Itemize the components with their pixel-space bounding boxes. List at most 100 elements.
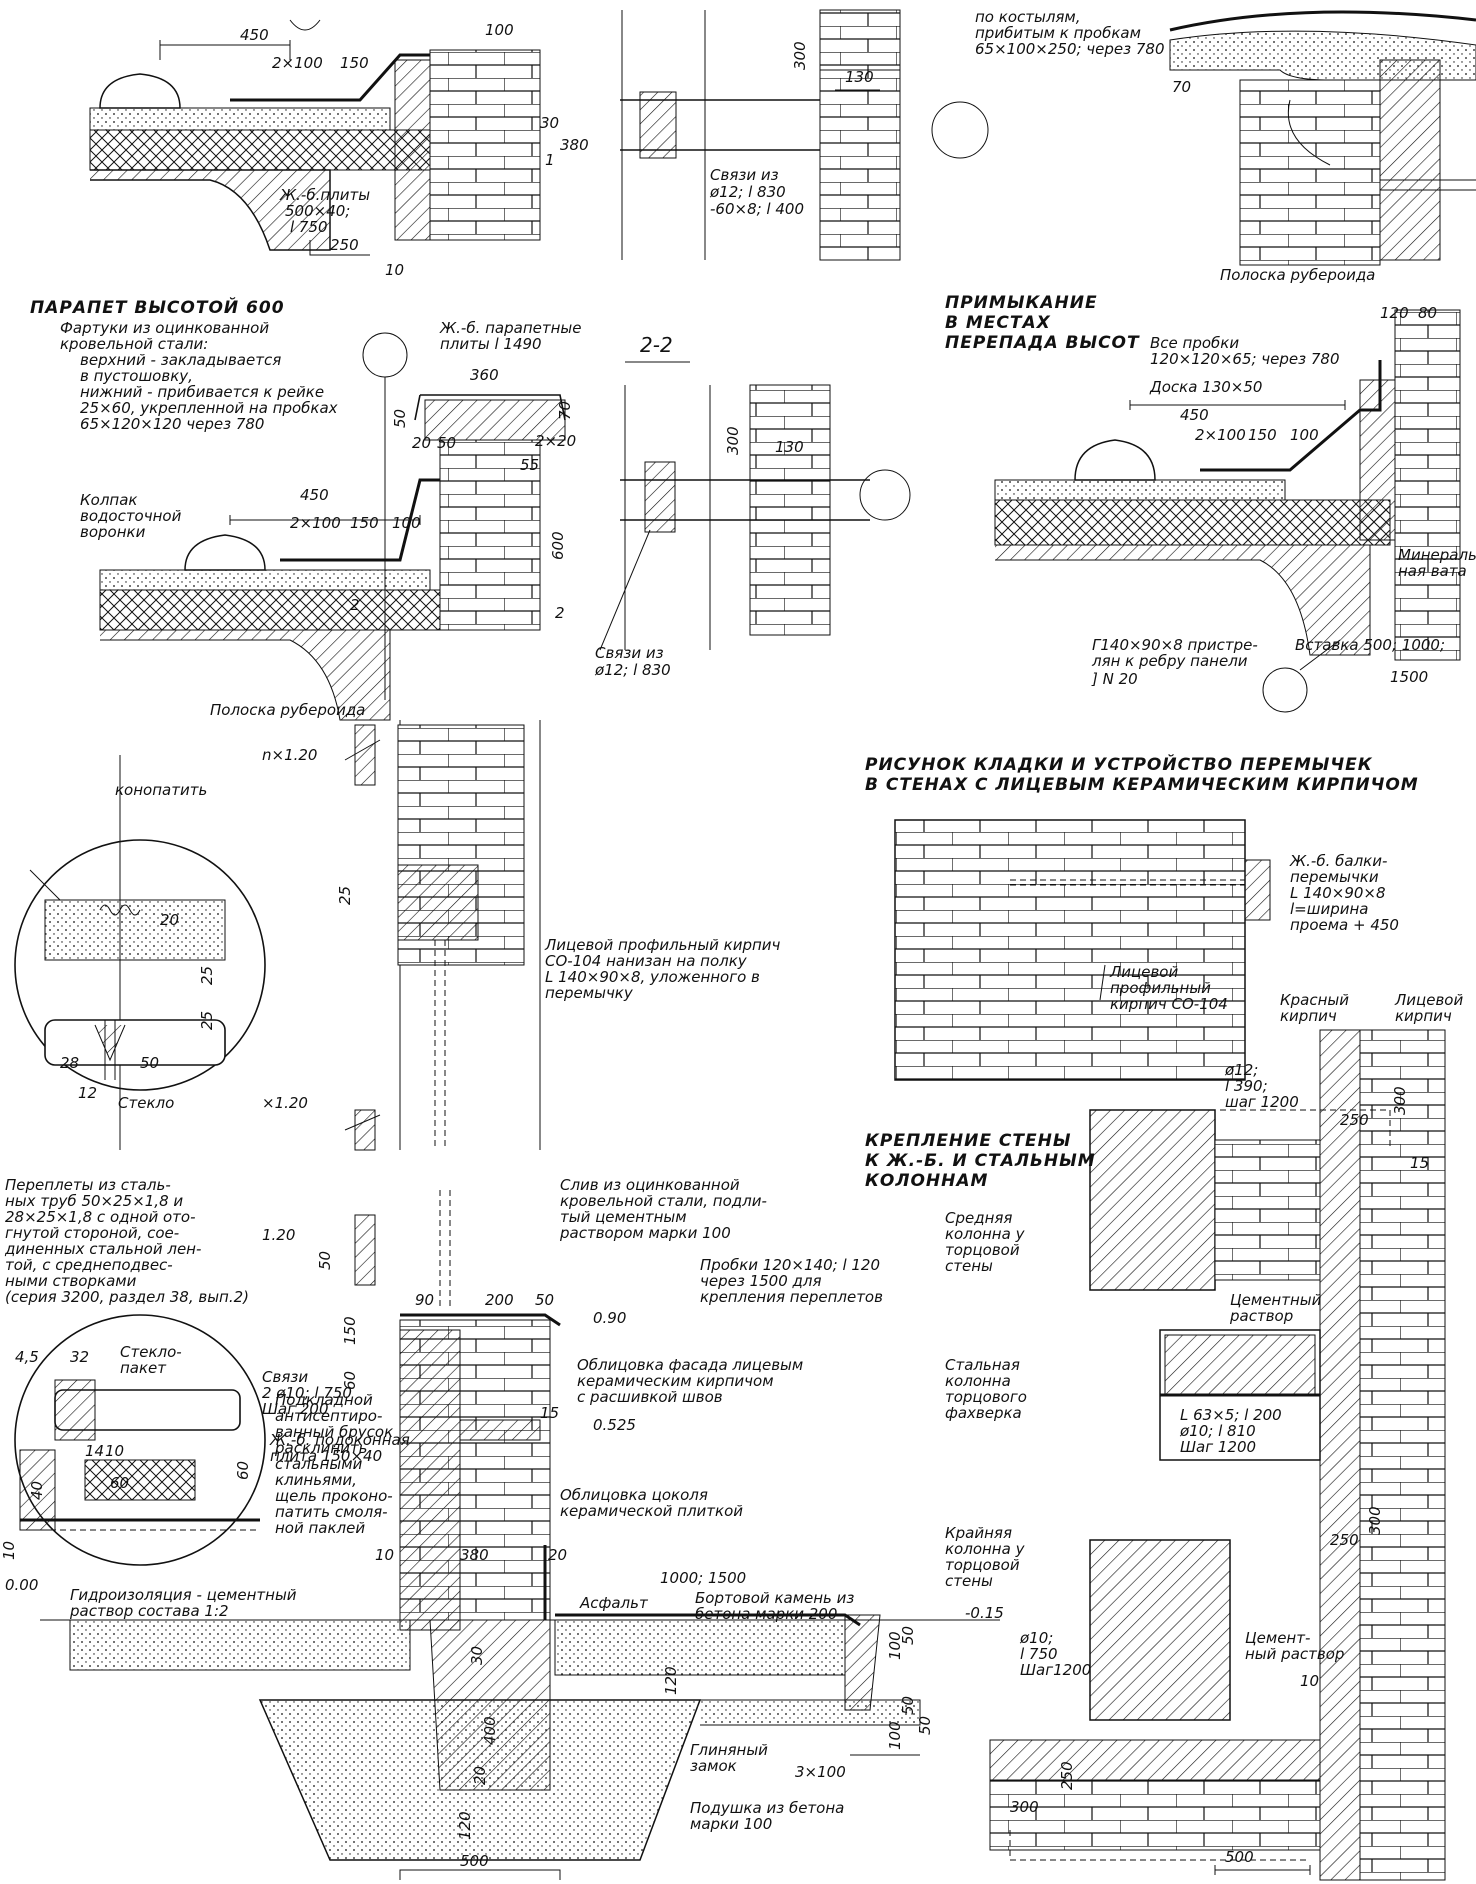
parapet-funnel-note: Колпак водосточной воронки <box>80 491 186 541</box>
sill-dim-45: 4,5 <box>15 1348 39 1366</box>
parapet-apron-note: Фартуки из оцинкованной кровельной стали… <box>60 319 342 433</box>
tl-dim-250: 250 <box>330 236 359 254</box>
fdn-zero: 0.00 <box>5 1576 38 1594</box>
fst-dim-250b: 250 <box>1330 1531 1359 1549</box>
fastening-title: КРЕПЛЕНИЕ СТЕНЫ К Ж.-Б. И СТАЛЬНЫМ КОЛОН… <box>865 1131 1103 1191</box>
tl-dim-380: 380 <box>560 136 589 154</box>
par-dim-50b: 50 <box>437 434 456 452</box>
sill-dim-10b: 10 <box>375 1546 394 1564</box>
sill-detail-circle <box>14 1314 266 1566</box>
par-dim-360: 360 <box>470 366 499 384</box>
par-dim-20: 20 <box>412 434 431 452</box>
window-dim25: 25 <box>336 886 354 905</box>
tie-note: Связи из ø12; l 830 -60×8; l 400 <box>709 166 804 218</box>
sill-dim-10: 10 <box>0 1541 18 1560</box>
glz-dim-25a: 25 <box>198 966 216 985</box>
section-2-2-detail <box>599 361 911 651</box>
fst-dim-15: 15 <box>1410 1154 1429 1172</box>
glz-dim-50: 50 <box>140 1054 159 1072</box>
fdn-dim-50a: 50 <box>899 1626 917 1645</box>
section-2-2-label: 2-2 <box>640 333 673 357</box>
window-brick-note: Лицевой профильный кирпич СО-104 нанизан… <box>544 936 785 1002</box>
sill-dim-14: 14 <box>85 1442 104 1460</box>
par-dim-2x100: 2×100 <box>290 514 341 532</box>
window-n120: n×1.20 <box>262 746 317 764</box>
cornice-detail <box>1169 10 1476 266</box>
sill-plugs: Пробки 120×140; l 120 через 1500 для кре… <box>700 1256 885 1306</box>
fst-dim-10: 10 <box>1300 1672 1319 1690</box>
fdn-dim-400: 400 <box>481 1716 499 1745</box>
jn-dim-2x100: 2×100 <box>1195 426 1246 444</box>
parapet-title: ПАРАПЕТ ВЫСОТОЙ 600 <box>30 296 285 318</box>
fdn-curb: Бортовой камень из бетона марки 200 <box>695 1589 859 1623</box>
junction-channel: ] N 20 <box>1091 670 1138 688</box>
junction-insert: Вставка 500; 1000; <box>1295 636 1445 654</box>
section-2-2-note: Связи из ø12; l 830 <box>594 644 671 679</box>
s22-dim-300: 300 <box>724 426 742 455</box>
sill-dim-32: 32 <box>70 1348 89 1366</box>
fastening-rod2: ø10; l 750 Шаг1200 <box>1019 1629 1091 1679</box>
fdn-dim-3x100: 3×100 <box>795 1763 846 1781</box>
drain-cap-icon <box>1074 439 1156 481</box>
masonry-pattern <box>894 819 1271 1081</box>
junction-detail <box>994 309 1461 713</box>
fastening-angle: L 63×5; l 200 ø10; l 810 Шаг 1200 <box>1179 1406 1287 1456</box>
sill-dim-40: 40 <box>28 1481 46 1500</box>
tl-dim-30: 30 <box>540 114 559 132</box>
sill-dim-120: 1.20 <box>262 1226 295 1244</box>
glz-dim-20: 20 <box>160 911 179 929</box>
fastening-red-brick: Красный кирпич <box>1280 991 1354 1025</box>
sill-dim-380: 380 <box>460 1546 489 1564</box>
sill-dim-60: 60 <box>341 1371 359 1390</box>
fdn-dim-120b: 120 <box>456 1811 474 1840</box>
glz-dim-25b: 25 <box>198 1011 216 1030</box>
tl-dim-1: 1 <box>545 151 555 169</box>
fdn-asphalt: Асфальт <box>579 1594 649 1612</box>
jn-dim-100: 100 <box>1290 426 1319 444</box>
glz-dim-12: 12 <box>78 1084 97 1102</box>
fdn-dim-100b: 100 <box>886 1721 904 1750</box>
s22-dim-130: 130 <box>775 438 804 456</box>
par-dim-150: 150 <box>350 514 379 532</box>
fst-dim-300c: 300 <box>1010 1798 1039 1816</box>
sill-dim-15: 15 <box>540 1404 559 1422</box>
fdn-waterproof: Гидроизоляция - цементный раствор состав… <box>69 1586 301 1620</box>
fdn-dim-20: 20 <box>471 1766 489 1785</box>
window-x120: ×1.20 <box>262 1094 308 1112</box>
par-dim-50: 50 <box>391 409 409 428</box>
cornice-note: по костылям, прибитым к пробкам 65×100×2… <box>975 8 1165 58</box>
fdn-pad: Подушка из бетона марки 100 <box>690 1799 849 1833</box>
par-dim-100: 100 <box>392 514 421 532</box>
fdn-dim-100a: 100 <box>886 1631 904 1660</box>
fdn-clay: Глиняный замок <box>690 1741 773 1775</box>
drain-cap-icon <box>184 534 266 571</box>
jn-dim-1500: 1500 <box>1390 668 1428 686</box>
glazing-detail-circle <box>14 839 266 1091</box>
sill-dim-60b: 60 <box>234 1461 252 1480</box>
fdn-dim-30: 30 <box>468 1646 486 1665</box>
tl-dim-450: 450 <box>240 26 269 44</box>
par-dim-450: 450 <box>300 486 329 504</box>
tl-dim-100: 100 <box>485 21 514 39</box>
jn-dim-80: 80 <box>1418 304 1437 322</box>
sill-slab: Ж.-б. подоконная плита 150×40 <box>269 1431 415 1465</box>
tie-dim-300: 300 <box>791 41 809 70</box>
tl-dim-150: 150 <box>340 54 369 72</box>
fdn-dim-50b: 50 <box>899 1696 917 1715</box>
fdn-lvl-015: -0.15 <box>965 1604 1004 1622</box>
sill-glazing: Стекло- пакет <box>120 1343 186 1377</box>
fastening-face-brick: Лицевой кирпич <box>1394 991 1468 1025</box>
cornice-strip: Полоска рубероида <box>1220 266 1375 284</box>
fdn-dim-120: 120 <box>662 1666 680 1695</box>
jn-dim-120: 120 <box>1380 304 1409 322</box>
sill-dim-50: 50 <box>316 1251 334 1270</box>
sill-dim-50b: 50 <box>535 1291 554 1309</box>
foundation-detail <box>40 1613 1000 1880</box>
masonry-brick: Лицевой профильный кирпич СО-104 <box>1109 963 1228 1013</box>
fdn-dim-50c: 50 <box>916 1716 934 1735</box>
parapet-slab-note: Ж.-б. парапетные плиты l 1490 <box>439 319 586 353</box>
parapet-strip: Полоска рубероида <box>210 701 365 719</box>
junction-angle: Г140×90×8 пристре- лян к ребру панели <box>1091 636 1263 670</box>
fst-dim-250c: 250 <box>1058 1761 1076 1790</box>
